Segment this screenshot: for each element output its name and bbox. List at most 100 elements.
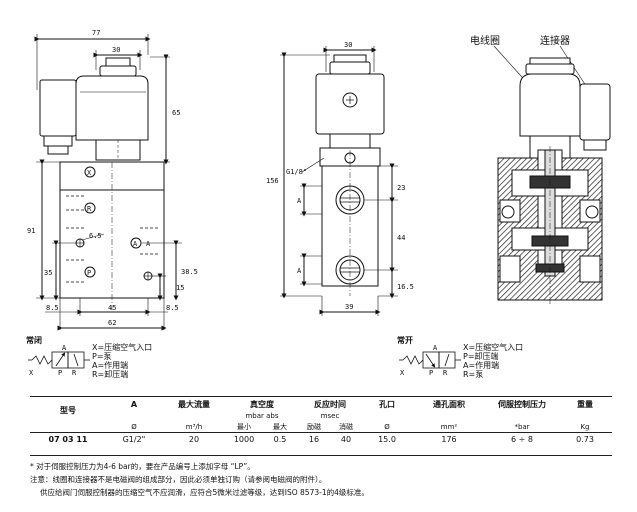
legend-no-title: 常开 bbox=[397, 336, 413, 345]
symbol-normally-open bbox=[399, 351, 461, 369]
unit-port-a: Ø bbox=[106, 421, 162, 433]
note-line: 注意：线圈和连接器不是电磁阀的组成部分，因此必须单独订购（请参阅电磁阀的附件）。 bbox=[30, 475, 327, 484]
no-port-r: R bbox=[443, 369, 448, 377]
cell-model: 07 03 11 bbox=[48, 435, 88, 444]
note-line: 供应给阀门伺服控制器的压缩空气不应润滑，应符合5微米过滤等级，达到ISO 857… bbox=[40, 488, 369, 497]
legend-nc-line: R=卸压端 bbox=[92, 370, 129, 379]
dim-side-coil-width: 30 bbox=[344, 41, 352, 49]
legend-no-line: X=压缩空气入口 bbox=[463, 343, 524, 352]
cell-port-a: G1/2" bbox=[122, 435, 146, 444]
legend-nc-line: X=压缩空气入口 bbox=[92, 343, 153, 352]
cell-orifice: 15.0 bbox=[378, 435, 396, 444]
label-coil: 电线圈 bbox=[470, 34, 500, 47]
legend-normally-open: 常开 bbox=[397, 336, 413, 345]
nc-port-p: P bbox=[58, 369, 62, 377]
unit-servo-pressure: *bar bbox=[486, 421, 558, 433]
port-label-x: X bbox=[87, 169, 92, 177]
table-top-rule bbox=[30, 396, 612, 397]
col-vacuum: 真空度 bbox=[250, 400, 274, 409]
col-response-time: 反应时间 bbox=[314, 400, 346, 409]
section-labels: 电线圈 连接器 bbox=[470, 34, 570, 47]
dim-front-bottom-right: 8.5 bbox=[166, 304, 179, 312]
notes: * 对于伺服控制压力为4-6 bar的，要在产品编号上添加字母 “LP”。 注意… bbox=[30, 460, 369, 499]
dim-front-bottom-mid: 45 bbox=[108, 304, 116, 312]
cell-resp-off: 40 bbox=[340, 435, 352, 444]
dim-side-total-height: 156 bbox=[266, 177, 279, 185]
unit-resp-on: 励磁 bbox=[298, 421, 330, 433]
dim-side-16-5: 16.5 bbox=[397, 283, 414, 291]
unit-orifice-area: mm² bbox=[412, 421, 486, 433]
section-view bbox=[493, 45, 611, 304]
technical-drawings: 77 30 65 91 6.5 35 38.5 15 8.5 45 8.5 62… bbox=[27, 29, 611, 377]
symbol-no-ports: X A P R bbox=[400, 344, 448, 377]
front-view bbox=[34, 34, 182, 331]
unit-max-flow: m³/h bbox=[162, 421, 226, 433]
dim-side-width: 39 bbox=[345, 303, 353, 311]
dim-front-a-height: 38.5 bbox=[181, 268, 198, 276]
legend-no-line: P=卸压端 bbox=[463, 352, 499, 361]
table-header-row: 型号 A 最大流量 真空度 反应时间 孔口 通孔面积 伺服控制压力 重量 bbox=[30, 399, 612, 415]
cell-orifice-area: 176 bbox=[441, 435, 457, 444]
label-connector: 连接器 bbox=[540, 34, 570, 47]
dim-side-port-a-2: A bbox=[297, 267, 302, 275]
unit-orifice: Ø bbox=[362, 421, 412, 433]
legend-nc-lines: X=压缩空气入口 P=泵 A=作用端 R=卸压端 bbox=[92, 343, 152, 379]
unit-vacuum-max: 最大 bbox=[262, 421, 298, 433]
no-port-p: P bbox=[429, 369, 433, 377]
dim-front-total-width: 62 bbox=[108, 319, 116, 327]
col-port-a: A bbox=[130, 400, 138, 409]
cell-resp-on: 16 bbox=[308, 435, 320, 444]
dim-side-23: 23 bbox=[397, 184, 405, 192]
port-label-a: A bbox=[133, 240, 138, 248]
table-units-row: Ø m³/h 最小 最大 励磁 消磁 Ø mm² *bar Kg bbox=[30, 421, 612, 433]
symbol-normally-closed bbox=[28, 351, 90, 369]
note-line: * 对于伺服控制压力为4-6 bar的，要在产品编号上添加字母 “LP”。 bbox=[30, 462, 255, 471]
port-label-a-side: A bbox=[146, 240, 151, 248]
cell-servo-pressure: 6 ÷ 8 bbox=[511, 435, 533, 444]
legend-nc-title: 常闭 bbox=[26, 336, 42, 345]
col-max-flow: 最大流量 bbox=[178, 400, 210, 409]
no-port-x: X bbox=[400, 369, 405, 377]
dim-side-port-a-1: A bbox=[297, 197, 302, 205]
cell-vacuum-max: 0.5 bbox=[273, 435, 287, 444]
dim-side-thread: G1/8" bbox=[286, 168, 307, 176]
legend-normally-closed: 常闭 bbox=[26, 336, 42, 345]
nc-port-x: X bbox=[29, 369, 34, 377]
port-label-r: R bbox=[87, 205, 92, 213]
legend-nc-line: P=泵 bbox=[92, 352, 112, 361]
legend-nc-line: A=作用端 bbox=[92, 361, 129, 370]
dim-side-44: 44 bbox=[397, 234, 405, 242]
spec-table: 型号 A 最大流量 真空度 反应时间 孔口 通孔面积 伺服控制压力 重量 mba… bbox=[30, 399, 612, 446]
col-orifice-area: 通孔面积 bbox=[433, 400, 465, 409]
dim-front-bottom-left: 8.5 bbox=[46, 304, 59, 312]
nc-port-a: A bbox=[62, 344, 67, 352]
unit-vacuum-min: 最小 bbox=[226, 421, 262, 433]
port-label-p: P bbox=[87, 269, 91, 277]
cell-vacuum-min: 1000 bbox=[233, 435, 255, 444]
side-dim-labels: 30 G1/8" 156 23 A 44 A 16.5 39 bbox=[266, 41, 414, 311]
dim-front-lower-15: 15 bbox=[176, 284, 184, 292]
dim-front-coil-height: 65 bbox=[172, 109, 180, 117]
legend-no-lines: X=压缩空气入口 P=卸压端 A=作用端 R=泵 bbox=[463, 343, 523, 379]
col-weight: 重量 bbox=[577, 400, 593, 409]
vacuum-unit: mbar abs bbox=[245, 411, 279, 420]
response-unit: msec bbox=[320, 411, 340, 420]
symbol-nc-ports: X A P R bbox=[29, 344, 77, 377]
table-row: 07 03 11 G1/2" 20 1000 0.5 16 40 15.0 17… bbox=[30, 433, 612, 447]
unit-resp-off: 消磁 bbox=[330, 421, 362, 433]
col-orifice: 孔口 bbox=[379, 400, 395, 409]
nc-port-r: R bbox=[72, 369, 77, 377]
table-subheader-row: mbar abs msec bbox=[30, 410, 612, 421]
table-bottom-rule bbox=[30, 455, 612, 456]
dim-front-coil-width: 30 bbox=[112, 46, 120, 54]
cell-max-flow: 20 bbox=[188, 435, 200, 444]
legend-no-line: R=泵 bbox=[463, 370, 484, 379]
dim-front-width-top: 77 bbox=[92, 29, 100, 37]
unit-weight: Kg bbox=[558, 421, 612, 433]
legend-no-line: A=作用端 bbox=[463, 361, 500, 370]
dim-front-body-height: 91 bbox=[27, 227, 35, 235]
col-model: 型号 bbox=[60, 405, 76, 415]
no-port-a: A bbox=[433, 344, 438, 352]
dim-front-port-height: 35 bbox=[44, 269, 52, 277]
